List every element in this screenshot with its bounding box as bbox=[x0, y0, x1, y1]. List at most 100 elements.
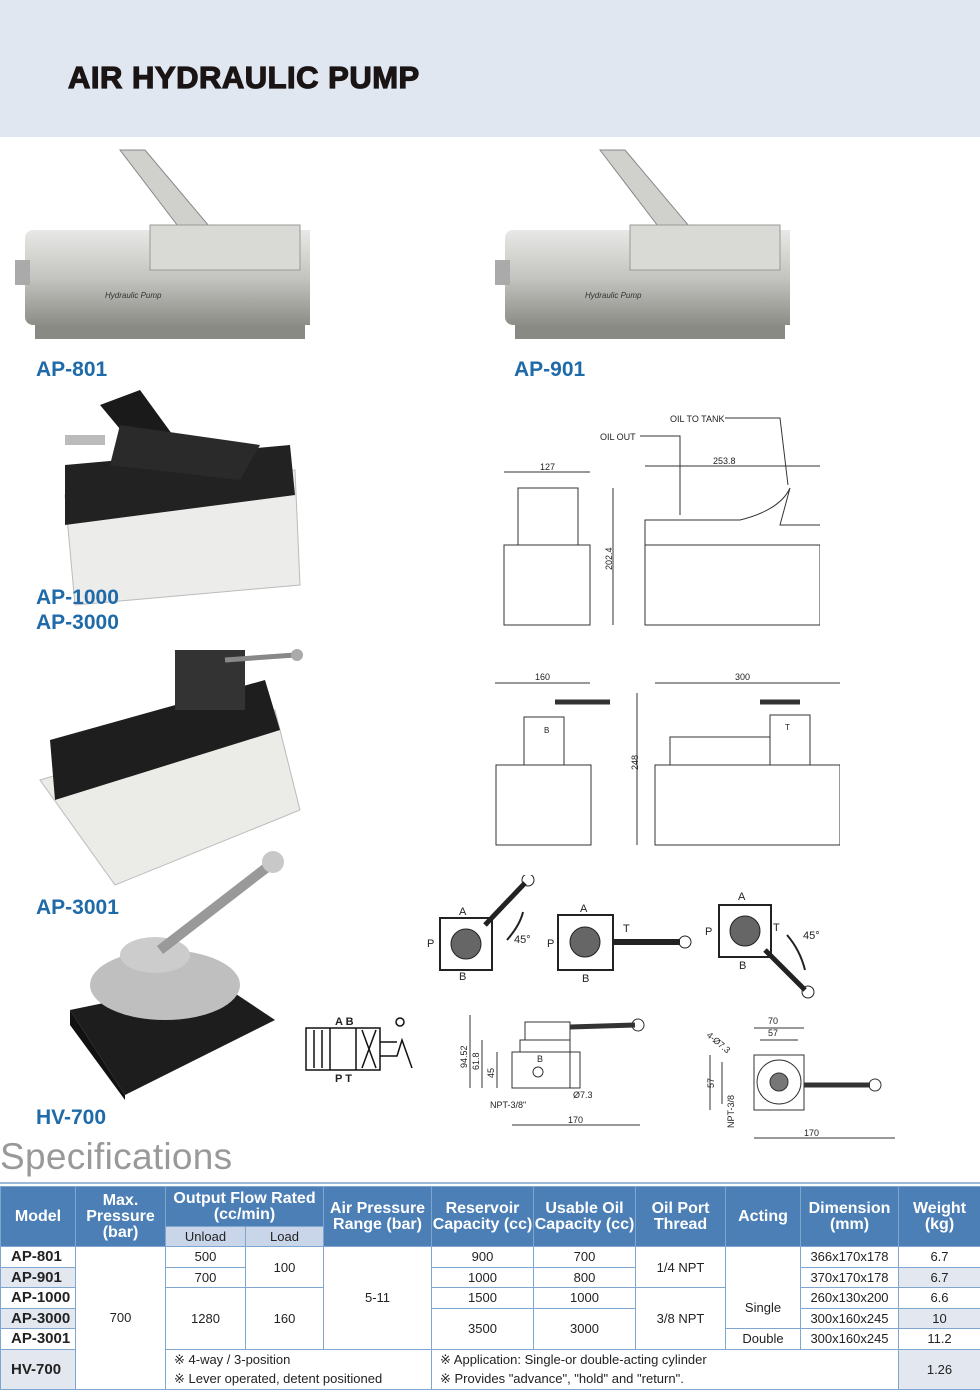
cell-usable: 1000 bbox=[533, 1287, 636, 1309]
ap-1000-photo bbox=[64, 390, 301, 606]
svg-text:70: 70 bbox=[700, 1078, 702, 1088]
cell-oil-port: 3/8 NPT bbox=[635, 1287, 726, 1350]
cell-weight: 11.2 bbox=[898, 1328, 980, 1350]
lever-position-diagrams: A P B 45° A P T B A P T B 45° bbox=[427, 875, 820, 999]
svg-text:T: T bbox=[773, 922, 780, 934]
svg-text:T: T bbox=[623, 923, 630, 935]
svg-text:P: P bbox=[427, 938, 434, 950]
svg-text:Hydraulic Pump: Hydraulic Pump bbox=[105, 291, 162, 300]
cell-model: AP-3001 bbox=[0, 1328, 76, 1350]
cell-usable: 3000 bbox=[533, 1307, 636, 1350]
cell-weight: 1.26 bbox=[898, 1348, 980, 1390]
cell-unload: 700 bbox=[165, 1266, 246, 1288]
svg-text:B: B bbox=[537, 1054, 543, 1064]
cell-dimension: 300x160x245 bbox=[800, 1328, 899, 1350]
hv-note: ※ Provides "advance", "hold" and "return… bbox=[440, 1371, 684, 1386]
position-right: A P T B 45° bbox=[705, 891, 820, 999]
svg-text:OIL TO TANK: OIL TO TANK bbox=[670, 414, 725, 424]
svg-text:A: A bbox=[738, 891, 746, 903]
position-left: A P B 45° bbox=[427, 875, 535, 983]
header-weight: Weight (kg) bbox=[898, 1186, 980, 1247]
cell-unload: 1280 bbox=[165, 1287, 246, 1350]
header-usable-oil: Usable Oil Capacity (cc) bbox=[533, 1186, 636, 1247]
hv-note: ※ 4-way / 3-position bbox=[174, 1352, 291, 1367]
header-output-flow: Output Flow Rated (cc/min) bbox=[165, 1186, 324, 1227]
header-load: Load bbox=[245, 1226, 324, 1247]
svg-text:A B: A B bbox=[335, 1016, 354, 1028]
table-row: HV-700 ※ 4-way / 3-position ※ Lever oper… bbox=[0, 1348, 980, 1390]
product-label-ap-1000: AP-1000 bbox=[36, 586, 119, 609]
cell-reservoir: 1000 bbox=[431, 1266, 534, 1288]
header-max-pressure: Max. Pressure (bar) bbox=[75, 1186, 166, 1247]
svg-text:94.52: 94.52 bbox=[459, 1045, 469, 1068]
hv-700-top-drawing: 70 57 4-Ø7.3 70 57 NPT-3/8 170 bbox=[700, 1016, 895, 1139]
specifications-divider bbox=[0, 1182, 980, 1184]
svg-text:T: T bbox=[785, 723, 790, 732]
page-title: AIR HYDRAULIC PUMP bbox=[67, 59, 420, 95]
hv-700-side-drawing: 94.52 61.8 45 B NPT-3/8" Ø7.3 170 bbox=[459, 1015, 645, 1126]
svg-text:57: 57 bbox=[768, 1028, 778, 1038]
hv-note: ※ Lever operated, detent positioned bbox=[174, 1371, 383, 1386]
cell-reservoir: 1500 bbox=[431, 1287, 534, 1309]
cell-weight: 10 bbox=[898, 1307, 980, 1329]
cell-hv-notes-left: ※ 4-way / 3-position ※ Lever operated, d… bbox=[165, 1348, 432, 1390]
svg-text:253.8: 253.8 bbox=[713, 456, 736, 466]
svg-text:Hydraulic Pump: Hydraulic Pump bbox=[585, 291, 642, 300]
svg-text:45: 45 bbox=[486, 1068, 496, 1078]
header-unload: Unload bbox=[165, 1226, 246, 1247]
cell-acting: Single bbox=[725, 1287, 801, 1329]
cell-model: HV-700 bbox=[0, 1348, 76, 1390]
header-band bbox=[0, 0, 980, 137]
header-oil-port: Oil Port Thread bbox=[635, 1186, 726, 1247]
svg-text:B: B bbox=[739, 960, 746, 972]
svg-text:NPT-3/8: NPT-3/8 bbox=[726, 1095, 736, 1128]
specifications-table: Model Max. Pressure (bar) Output Flow Ra… bbox=[0, 1186, 980, 1390]
cell-model: AP-3000 bbox=[0, 1307, 76, 1329]
svg-text:Ø7.3: Ø7.3 bbox=[573, 1090, 593, 1100]
svg-text:300: 300 bbox=[735, 672, 750, 682]
specifications-heading: Specifications bbox=[0, 1136, 233, 1177]
svg-text:70: 70 bbox=[768, 1016, 778, 1026]
cell-model: AP-1000 bbox=[0, 1287, 76, 1309]
svg-text:P T: P T bbox=[335, 1073, 352, 1084]
ap-3001-dimension-drawing: 160 300 248 B T bbox=[495, 672, 840, 846]
cell-dimension: 366x170x178 bbox=[800, 1246, 899, 1268]
svg-text:160: 160 bbox=[535, 672, 550, 682]
cell-load: 100 bbox=[245, 1246, 324, 1288]
cell-usable: 800 bbox=[533, 1266, 636, 1288]
svg-text:127: 127 bbox=[540, 462, 555, 472]
product-label-ap-3001: AP-3001 bbox=[36, 896, 119, 919]
header-air-pressure: Air Pressure Range (bar) bbox=[323, 1186, 432, 1247]
table-row: AP-901 700 1000 800 370x170x178 6.7 bbox=[0, 1266, 980, 1288]
table-row: AP-3000 3500 3000 300x160x245 10 bbox=[0, 1307, 980, 1350]
header-acting: Acting bbox=[725, 1186, 801, 1247]
cell-reservoir: 900 bbox=[431, 1246, 534, 1268]
cell-reservoir: 3500 bbox=[431, 1307, 534, 1350]
svg-text:202.4: 202.4 bbox=[604, 547, 614, 570]
product-label-ap-3000: AP-3000 bbox=[36, 611, 119, 634]
product-label-hv-700: HV-700 bbox=[36, 1106, 107, 1129]
product-label-ap-801: AP-801 bbox=[36, 358, 108, 381]
header-model: Model bbox=[0, 1186, 76, 1247]
cell-acting-blank bbox=[725, 1246, 801, 1288]
cell-air-pressure: 5-11 bbox=[323, 1246, 432, 1350]
hv-note: ※ Application: Single-or double-acting c… bbox=[440, 1352, 707, 1367]
cell-dimension: 260x130x200 bbox=[800, 1287, 899, 1309]
svg-text:45°: 45° bbox=[803, 930, 820, 942]
header-dimension: Dimension (mm) bbox=[800, 1186, 899, 1247]
svg-text:B: B bbox=[544, 726, 549, 735]
svg-text:248: 248 bbox=[630, 755, 640, 770]
svg-text:OIL OUT: OIL OUT bbox=[600, 432, 636, 442]
cell-load: 160 bbox=[245, 1287, 324, 1350]
valve-schematic-symbol: A B P T bbox=[305, 1016, 413, 1084]
svg-text:B: B bbox=[459, 971, 466, 983]
cell-usable: 700 bbox=[533, 1246, 636, 1268]
position-center: A P T B bbox=[547, 903, 692, 985]
hv-700-photo bbox=[70, 851, 284, 1100]
cell-dimension: 300x160x245 bbox=[800, 1307, 899, 1329]
cell-oil-port: 1/4 NPT bbox=[635, 1246, 726, 1288]
ap-901-photo: Hydraulic Pump bbox=[495, 149, 790, 339]
svg-text:NPT-3/8": NPT-3/8" bbox=[490, 1100, 526, 1110]
header-reservoir: Reservoir Capacity (cc) bbox=[431, 1186, 534, 1247]
table-row: AP-801 700 500 100 5-11 900 700 1/4 NPT … bbox=[0, 1246, 980, 1390]
